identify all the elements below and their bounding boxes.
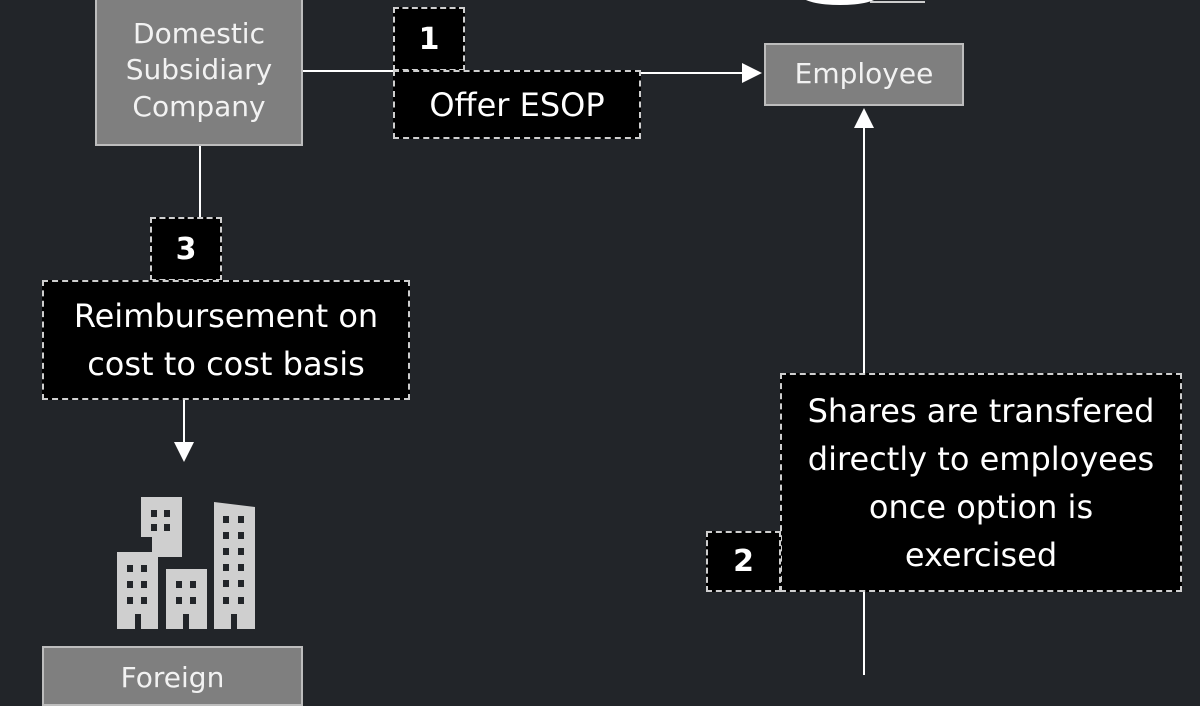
foreign-node: Foreign: [42, 646, 303, 706]
step-2-label: Shares are transfered directly to employ…: [780, 373, 1182, 592]
buildings-icon: [117, 497, 255, 629]
step-2-number: 2: [706, 531, 781, 592]
domestic-subsidiary-node: Domestic Subsidiary Company: [95, 0, 303, 146]
connectors: [117, 0, 925, 675]
step-1-number: 1: [393, 7, 465, 71]
employee-node: Employee: [764, 43, 964, 106]
step-1-label: Offer ESOP: [393, 70, 641, 139]
top-shape: [805, 0, 875, 5]
step-3-label: Reimbursement on cost to cost basis: [42, 280, 410, 400]
step-3-number: 3: [150, 217, 222, 281]
